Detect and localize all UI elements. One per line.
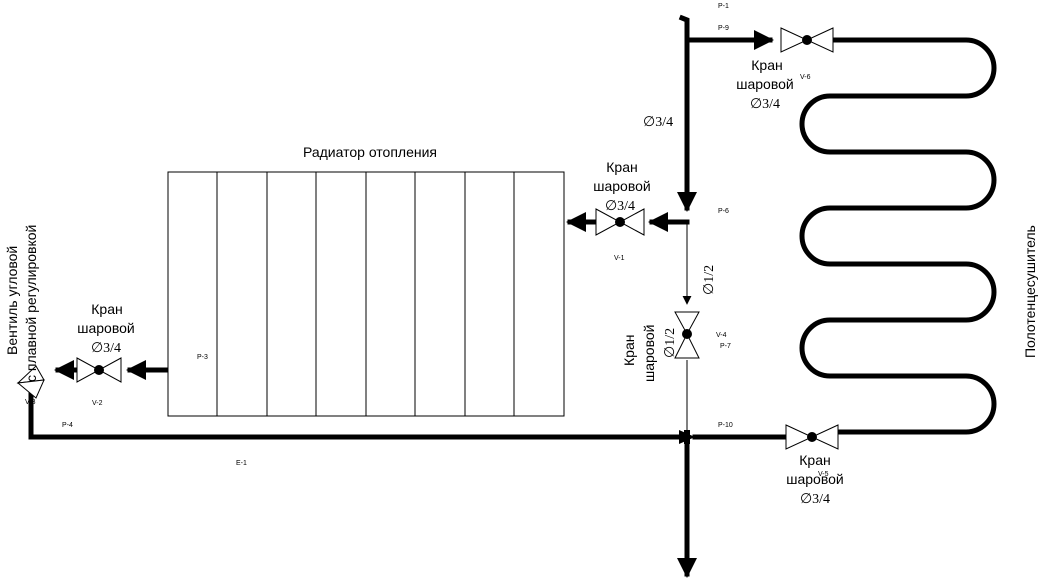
ball-valve-v6[interactable] xyxy=(780,27,834,53)
v4-label-2: шаровой xyxy=(641,325,657,382)
tag-p4: P-4 xyxy=(62,422,73,429)
towel-dryer-coil xyxy=(799,37,997,435)
tag-p10: P-10 xyxy=(718,422,733,429)
tag-v4: V-4 xyxy=(716,332,727,339)
v6-label-line2: шаровой xyxy=(736,76,793,92)
v1-label-line2: шаровой xyxy=(593,178,650,194)
radiator xyxy=(167,171,565,417)
angle-valve-label-1: Вентиль угловой xyxy=(4,246,20,355)
v1-label-line1: Кран xyxy=(606,159,637,175)
svg-text:Полотенцесушитель: Полотенцесушитель xyxy=(1022,225,1038,358)
angle-valve-v3[interactable] xyxy=(16,365,45,399)
v1-label-size: ∅3/4 xyxy=(605,199,635,214)
v5-label-line2: шаровой xyxy=(786,471,843,487)
tee-junction-stem xyxy=(684,430,690,444)
tag-p7: P-7 xyxy=(720,343,731,350)
tag-v5: V-5 xyxy=(818,471,829,478)
ball-valve-v4[interactable] xyxy=(674,311,700,359)
svg-text:Вентиль угловой: Вентиль угловой xyxy=(4,246,20,355)
tag-v3: V-3 xyxy=(25,399,36,406)
tag-e1: E-1 xyxy=(236,460,247,467)
v5-label-line1: Кран xyxy=(799,452,830,468)
v4-label: Кран xyxy=(621,335,637,366)
v2-label-line2: шаровой xyxy=(77,320,134,336)
v5-label-size: ∅3/4 xyxy=(800,492,830,507)
svg-text:Кран: Кран xyxy=(621,335,637,366)
riser-top-pipe xyxy=(677,14,697,212)
riser-size-label: ∅3/4 xyxy=(643,115,673,130)
v6-label-size: ∅3/4 xyxy=(750,97,780,112)
radiator-title: Радиатор отопления xyxy=(303,144,437,160)
v2-label-size: ∅3/4 xyxy=(91,341,121,356)
ball-valve-v1[interactable] xyxy=(595,208,645,236)
angle-valve-label-2: с плавной регулировкой xyxy=(23,225,39,382)
svg-text:с плавной регулировкой: с плавной регулировкой xyxy=(23,225,39,382)
svg-text:шаровой: шаровой xyxy=(641,325,657,382)
ball-valve-v2[interactable] xyxy=(76,357,122,383)
ball-valve-v5[interactable] xyxy=(785,424,839,450)
svg-text:∅1/2: ∅1/2 xyxy=(702,265,717,295)
tag-p6: P-6 xyxy=(718,208,729,215)
towel-dryer-label: Полотенцесушитель xyxy=(1022,225,1038,358)
tag-v2: V-2 xyxy=(92,400,103,407)
v6-label-line1: Кран xyxy=(751,57,782,73)
svg-text:∅1/2: ∅1/2 xyxy=(663,328,678,358)
tag-p3: P-3 xyxy=(197,354,208,361)
tag-p1: P-1 xyxy=(718,3,729,10)
tag-p9: P-9 xyxy=(718,25,729,32)
return-main-pipe xyxy=(28,389,683,440)
v2-label-line1: Кран xyxy=(91,301,122,317)
v4-label-3: ∅1/2 xyxy=(663,328,678,358)
bypass-size-label: ∅1/2 xyxy=(702,265,717,295)
tag-v1: V-1 xyxy=(614,255,625,262)
tag-v6: V-6 xyxy=(800,74,811,81)
